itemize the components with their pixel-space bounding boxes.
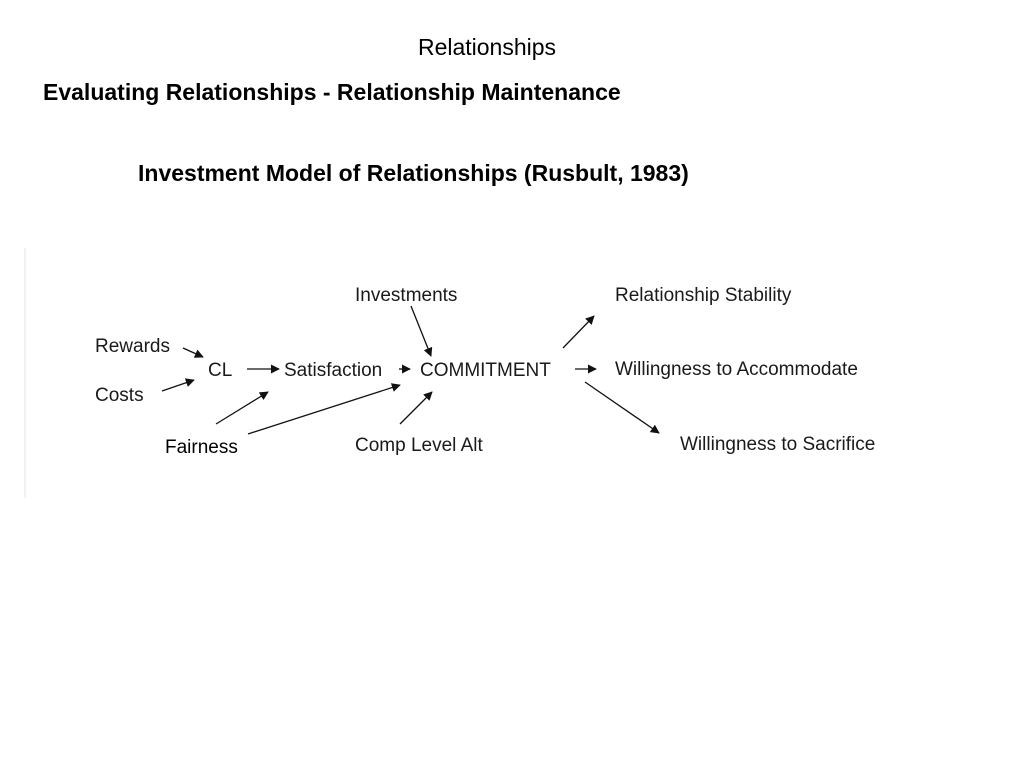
arrow-fairness-commitment xyxy=(247,383,401,435)
arrow-fairness-satisfaction xyxy=(215,391,269,425)
arrow-investments-commitment xyxy=(410,305,433,357)
node-costs: Costs xyxy=(95,385,144,406)
arrow-compalt-commitment xyxy=(399,391,433,425)
arrow-costs-cl xyxy=(161,378,195,392)
node-fairness: Fairness xyxy=(165,437,238,458)
node-cl: CL xyxy=(208,360,232,381)
node-commitment: COMMITMENT xyxy=(420,360,551,381)
node-comp-level-alt: Comp Level Alt xyxy=(355,435,484,456)
arrow-commitment-stability xyxy=(562,315,595,349)
node-satisfaction: Satisfaction xyxy=(284,360,382,381)
node-rewards: Rewards xyxy=(95,336,170,357)
node-investments: Investments xyxy=(355,285,457,306)
slide-subtitle: Evaluating Relationships - Relationship … xyxy=(43,79,621,105)
slide-title: Relationships xyxy=(417,34,557,60)
arrow-commitment-sacrifice xyxy=(584,381,660,434)
node-willingness-to-accommodate: Willingness to Accommodate xyxy=(615,359,858,380)
node-relationship-stability: Relationship Stability xyxy=(615,285,792,306)
diagram-title: Investment Model of Relationships (Rusbu… xyxy=(138,160,689,186)
arrow-rewards-cl xyxy=(182,347,204,358)
node-willingness-to-sacrifice: Willingness to Sacrifice xyxy=(680,434,875,455)
